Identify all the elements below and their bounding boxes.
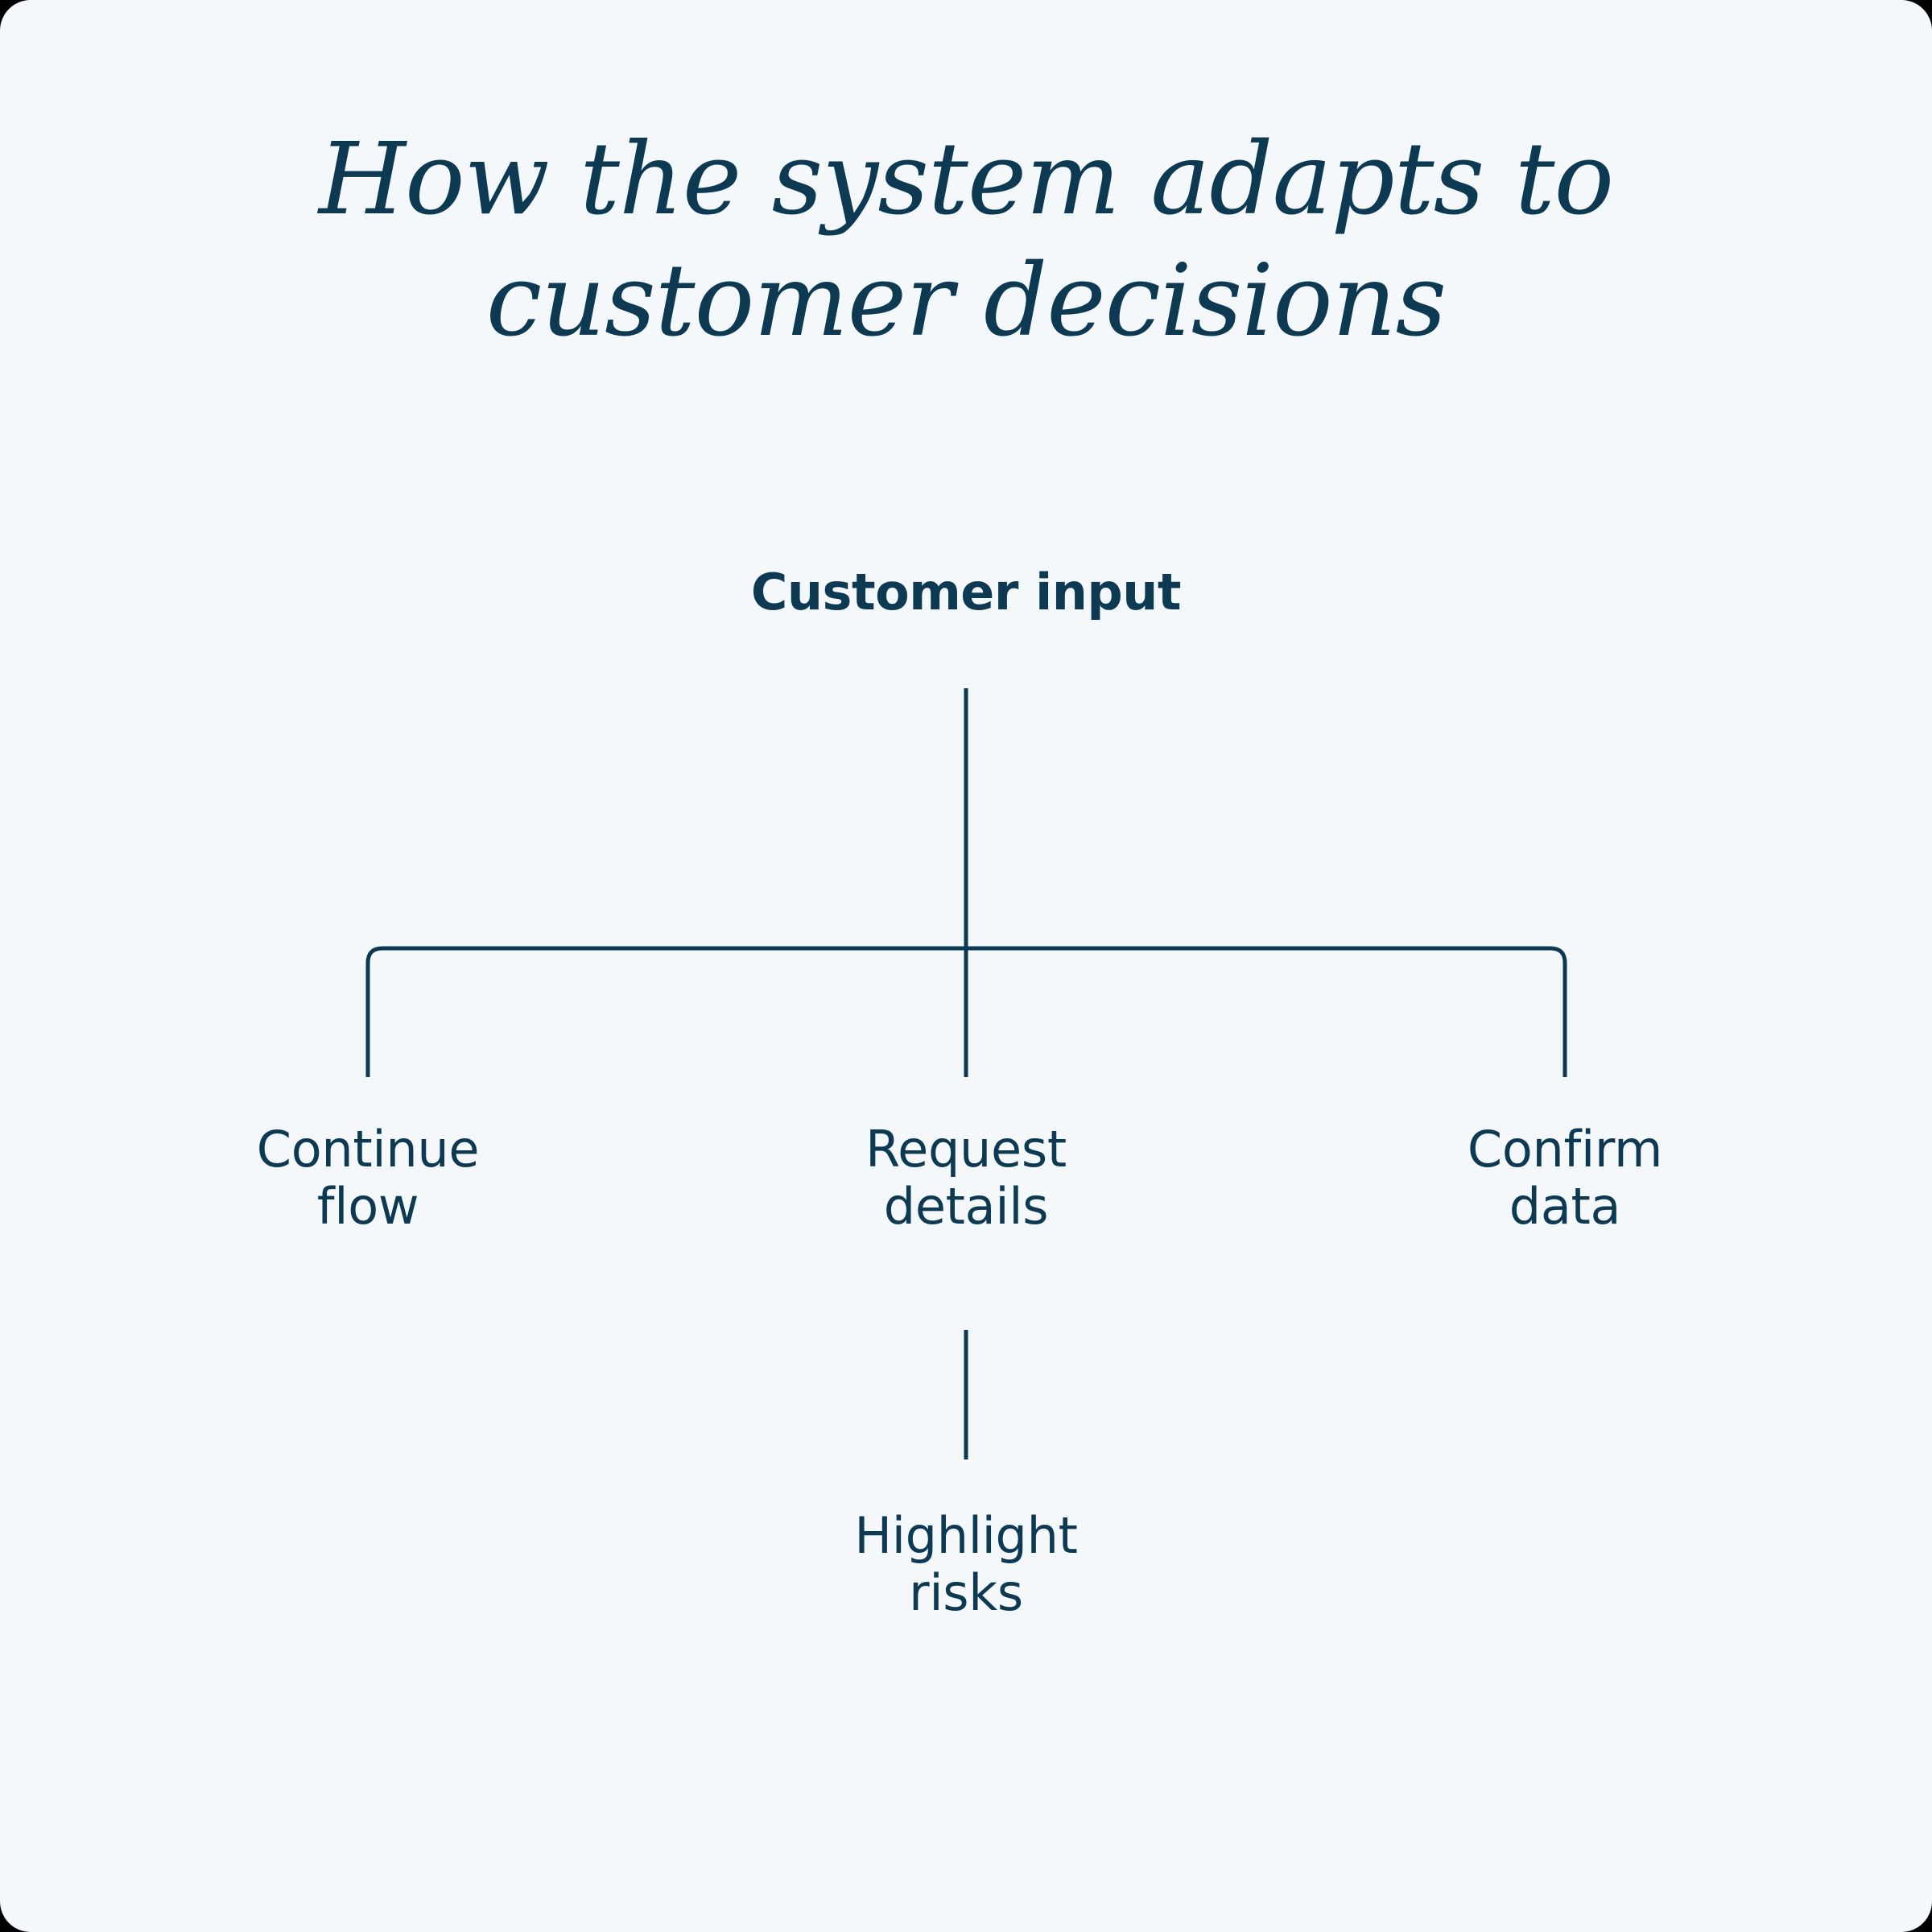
- tree-node-customer-input[interactable]: Customer input: [750, 563, 1182, 621]
- page-title: How the system adapts to customer decisi…: [0, 119, 1932, 363]
- tree-node-request-details[interactable]: Request details: [865, 1120, 1067, 1236]
- tree-node-continue-flow[interactable]: Continue flow: [256, 1120, 480, 1236]
- connector-to-continue-flow: [365, 946, 966, 1077]
- tree-node-confirm-data[interactable]: Confirm data: [1467, 1120, 1663, 1236]
- connector-to-confirm-data: [966, 946, 1567, 1077]
- tree-node-highlight-risks[interactable]: Highlight risks: [854, 1506, 1078, 1623]
- page-title-line-1: How the system adapts to: [318, 122, 1614, 237]
- page-title-line-2: customer decisions: [485, 243, 1447, 360]
